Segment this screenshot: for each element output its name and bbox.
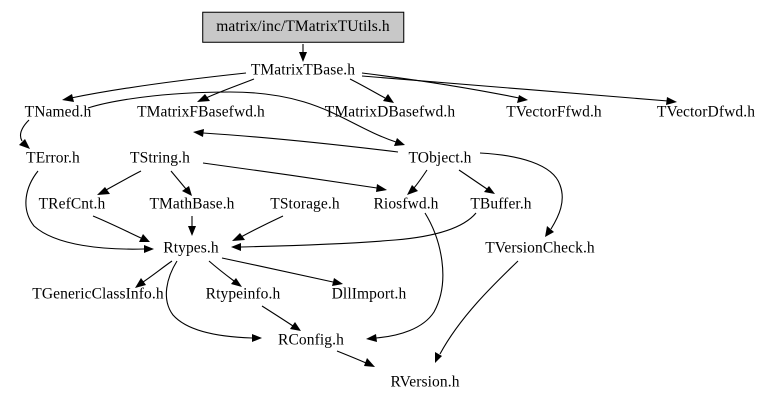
node-rtypes[interactable]: Rtypes.h (163, 239, 219, 257)
node-tstorage[interactable]: TStorage.h (270, 195, 340, 213)
node-tmatrixdbasefwd[interactable]: TMatrixDBasefwd.h (324, 103, 456, 121)
edge-rtypeinfo-to-rconfig (261, 305, 301, 331)
edge-tmathbase-to-rtypes (188, 216, 196, 236)
edge-tmatrixtbase-to-tmatrixfbasefwd (197, 78, 255, 102)
node-tmatrixtbase[interactable]: TMatrixTBase.h (250, 61, 356, 79)
edge-tmatrixtbase-to-tvectorffwd (361, 72, 528, 103)
node-tobject[interactable]: TObject.h (408, 149, 472, 167)
edge-tstring-to-tmathbase (170, 170, 192, 196)
node-tvectorffwd[interactable]: TVectorFfwd.h (506, 103, 602, 121)
node-rtypeinfo[interactable]: Rtypeinfo.h (205, 285, 281, 303)
edge-tnamed-to-terror (19, 119, 30, 149)
edge-tversioncheck-to-rversion (435, 260, 519, 363)
edge-rtypes-to-dllimport (221, 257, 343, 286)
node-tmatrixfbasefwd[interactable]: TMatrixFBasefwd.h (137, 103, 265, 121)
node-terror[interactable]: TError.h (26, 149, 80, 167)
node-tbuffer[interactable]: TBuffer.h (470, 195, 532, 213)
node-tnamed[interactable]: TNamed.h (24, 103, 92, 121)
edge-rtypes-to-rconfig (165, 260, 262, 342)
edge-tobject-to-tversioncheck (479, 152, 563, 237)
edge-tobject-to-tstring (193, 129, 399, 153)
edge-tnamed-to-tobject (87, 91, 405, 146)
node-tmathbase[interactable]: TMathBase.h (149, 195, 235, 213)
edge-tstring-to-trefcnt (97, 170, 142, 195)
edge-tobject-to-tbuffer (458, 169, 495, 194)
edge-tbuffer-to-rtypes (231, 212, 477, 251)
edge-rtypes-to-tgenericclassinfo (135, 260, 173, 288)
node-root[interactable]: matrix/inc/TMatrixTUtils.h (202, 11, 404, 43)
node-rconfig[interactable]: RConfig.h (278, 331, 344, 349)
node-tversioncheck[interactable]: TVersionCheck.h (485, 239, 595, 257)
node-riosfwd[interactable]: Riosfwd.h (373, 195, 439, 213)
node-tvectordfwd[interactable]: TVectorDfwd.h (656, 103, 756, 121)
edge-terror-to-rtypes (25, 170, 154, 253)
edge-riosfwd-to-rconfig (366, 212, 444, 342)
node-tstring[interactable]: TString.h (130, 149, 190, 167)
edge-tstorage-to-rtypes (232, 215, 284, 241)
edge-rconfig-to-rversion (336, 350, 375, 367)
node-dllimport[interactable]: DllImport.h (331, 285, 407, 303)
node-tgenericclassinfo[interactable]: TGenericClassInfo.h (32, 285, 164, 303)
edge-tmatrixtbase-to-tvectordfwd (361, 75, 677, 105)
edge-tstring-to-riosfwd (202, 162, 387, 192)
edge-root-to-tmatrixtbase (299, 44, 307, 62)
edge-rtypes-to-rtypeinfo (208, 260, 242, 287)
edge-tobject-to-riosfwd (407, 169, 428, 195)
edge-trefcnt-to-rtypes (92, 215, 150, 242)
edge-tmatrixtbase-to-tmatrixdbasefwd (349, 78, 394, 103)
node-rversion[interactable]: RVersion.h (390, 373, 460, 391)
node-trefcnt[interactable]: TRefCnt.h (38, 195, 106, 213)
edge-tmatrixtbase-to-tnamed (62, 72, 247, 102)
